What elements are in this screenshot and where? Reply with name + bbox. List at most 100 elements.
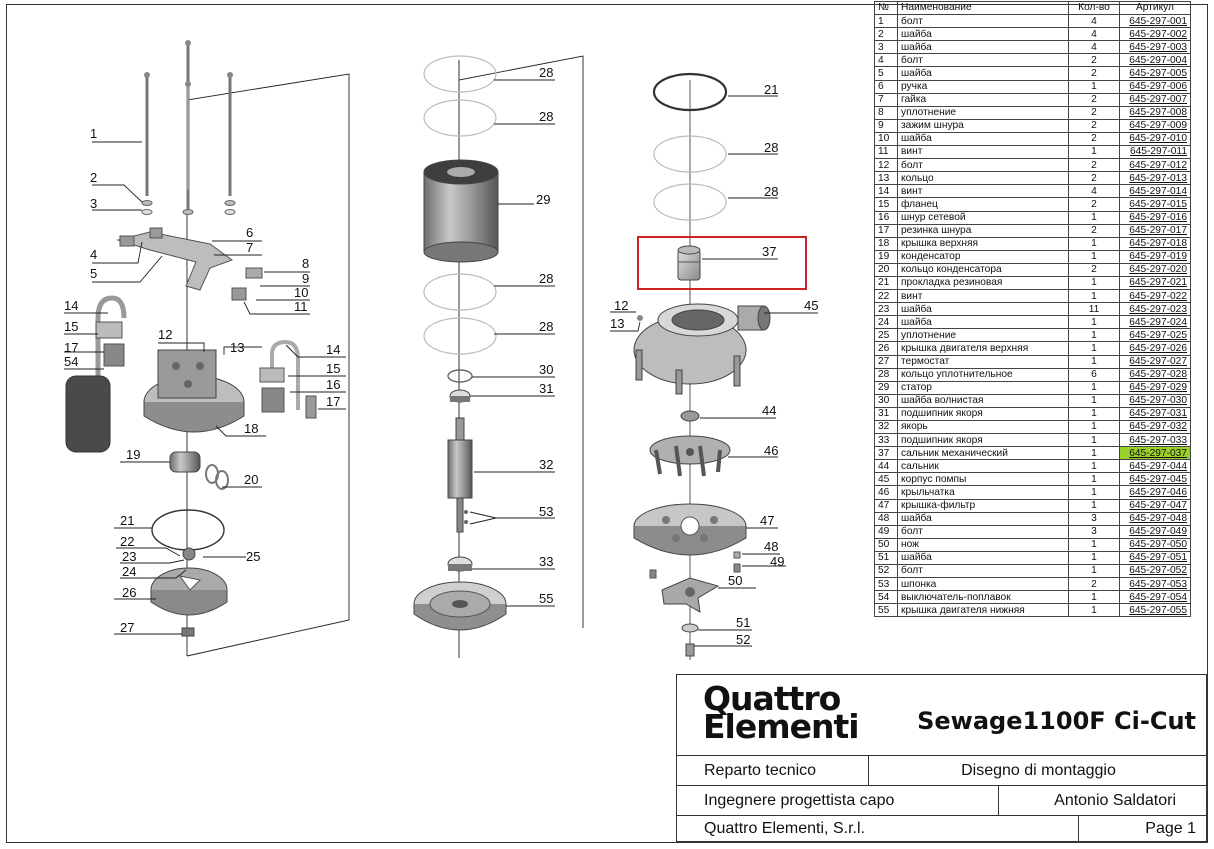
callout-label: 26	[122, 585, 136, 600]
part-quantity: 1	[1068, 275, 1120, 291]
part-name: шпонка	[897, 577, 1069, 592]
bearing-lower	[447, 556, 473, 572]
header-qty: Кол-во	[1068, 0, 1120, 16]
callout-label: 15	[64, 319, 78, 334]
part-name: подшипник якоря	[897, 406, 1069, 422]
callout-label: 14	[64, 298, 78, 313]
part-quantity: 1	[1068, 315, 1120, 330]
part-number: 7	[874, 92, 898, 107]
callout-labels: 1 2 3 4 5 6 7 8 9 10 11 12 13 14 15 14 1…	[64, 65, 818, 647]
callout-label: 15	[326, 361, 340, 376]
part-number: 47	[874, 498, 898, 513]
part-name: уплотнение	[897, 105, 1069, 120]
part-article: 645-297-053	[1119, 577, 1191, 592]
part-quantity: 2	[1068, 197, 1120, 212]
part-number: 28	[874, 367, 898, 382]
part-name: статор	[897, 380, 1069, 395]
part-quantity: 3	[1068, 511, 1120, 526]
part-number: 21	[874, 275, 898, 291]
callout-label: 46	[764, 443, 778, 458]
part-article: 645-297-002	[1119, 27, 1191, 42]
part-quantity: 2	[1068, 118, 1120, 133]
parts-table-header: № Наименование Кол-во Артикул	[874, 0, 1191, 16]
part-number: 10	[874, 131, 898, 147]
part-name: крышка-фильтр	[897, 498, 1069, 513]
header-name: Наименование	[897, 0, 1069, 16]
callout-label: 37	[762, 244, 776, 259]
part-name: шайба	[897, 302, 1069, 317]
part-number: 22	[874, 289, 898, 304]
callout-label: 14	[326, 342, 340, 357]
part-article: 645-297-015	[1119, 197, 1191, 212]
part-number: 51	[874, 550, 898, 566]
callout-label: 21	[120, 513, 134, 528]
part-number: 17	[874, 223, 898, 238]
callout-label: 24	[122, 564, 136, 579]
callout-label: 23	[122, 549, 136, 564]
callout-label: 31	[539, 381, 553, 396]
callout-label: 52	[736, 632, 750, 647]
part-name: подшипник якоря	[897, 433, 1069, 448]
callout-label: 17	[64, 340, 78, 355]
part-article: 645-297-013	[1119, 171, 1191, 186]
part-name: зажим шнура	[897, 118, 1069, 133]
part-name: шнур сетевой	[897, 210, 1069, 225]
part-article: 645-297-055	[1119, 603, 1191, 618]
callout-label: 10	[294, 285, 308, 300]
part-quantity: 1	[1068, 537, 1120, 552]
part-quantity: 1	[1068, 459, 1120, 474]
part-number: 20	[874, 262, 898, 277]
part-article: 645-297-049	[1119, 524, 1191, 539]
company-name: Quattro Elementi, S.r.l.	[677, 816, 1079, 842]
part-number: 16	[874, 210, 898, 225]
part-number: 19	[874, 249, 898, 264]
callout-label: 7	[246, 240, 253, 255]
part-quantity: 6	[1068, 367, 1120, 382]
part-article: 645-297-018	[1119, 236, 1191, 251]
power-cord	[259, 339, 317, 419]
part-name: шайба	[897, 131, 1069, 147]
header-num: №	[874, 0, 898, 16]
part-number: 31	[874, 406, 898, 422]
part-quantity: 1	[1068, 446, 1120, 461]
part-name: винт	[897, 289, 1069, 304]
part-number: 18	[874, 236, 898, 251]
part-name: кольцо	[897, 171, 1069, 186]
part-quantity: 4	[1068, 184, 1120, 199]
callout-label: 3	[90, 196, 97, 211]
engineer-name: Antonio Saldatori	[1054, 791, 1176, 809]
part-name: шайба волнистая	[897, 393, 1069, 408]
part-number: 11	[874, 145, 898, 160]
callout-label: 54	[64, 354, 78, 369]
callout-label: 49	[770, 554, 784, 569]
part-name: винт	[897, 184, 1069, 199]
part-name: шайба	[897, 66, 1069, 81]
part-name: фланец	[897, 197, 1069, 212]
impeller	[649, 435, 731, 477]
part-name: якорь	[897, 419, 1069, 435]
filter-cover	[633, 503, 747, 556]
callout-label: 12	[614, 298, 628, 313]
part-article: 645-297-020	[1119, 262, 1191, 277]
callout-label: 51	[736, 615, 750, 630]
callout-label: 33	[539, 554, 553, 569]
part-number: 23	[874, 302, 898, 317]
part-article: 645-297-010	[1119, 131, 1191, 147]
part-name: крыльчатка	[897, 485, 1069, 500]
bolt-52	[685, 643, 695, 657]
callout-label: 21	[764, 82, 778, 97]
